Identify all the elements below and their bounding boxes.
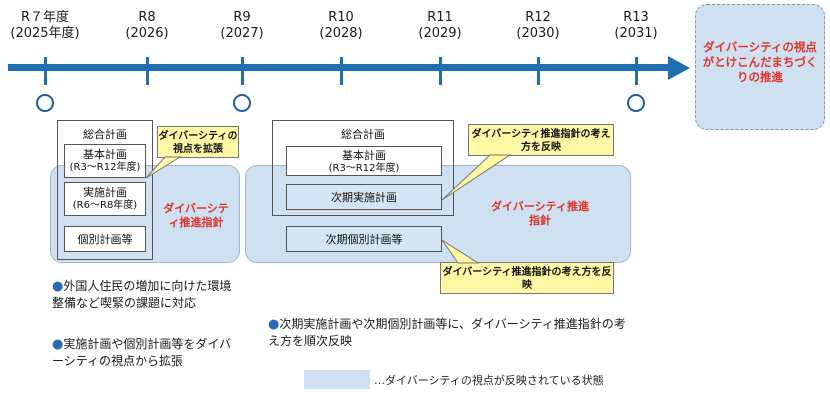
- left-callout-pointer: [145, 156, 182, 179]
- legend-swatch: [304, 370, 370, 389]
- right-next-individual-plan: 次期個別計画等: [286, 226, 442, 252]
- right-callout-bottom: ダイバーシティ推進指針の考え方を反映: [440, 262, 614, 294]
- right-basic-plan: 基本計画(R3～R12年度): [286, 146, 442, 176]
- left-general-plan-box: [57, 120, 153, 260]
- goal-box: [695, 4, 825, 130]
- milestone-marker: [36, 94, 54, 112]
- left-bullet-1: ●外国人住民の増加に向けた環境整備など喫緊の課題に対応: [52, 279, 232, 310]
- right-bullet: ●次期実施計画や次期個別計画等に、ダイバーシティ推進指針の考え方を順次反映: [268, 317, 626, 348]
- bullet-dot-icon: ●: [52, 337, 64, 352]
- left-general-plan-title: 総合計画: [83, 128, 127, 141]
- right-callout-bottom-pointer: [441, 239, 480, 264]
- year-label-r7: R７年度(2025年度): [10, 10, 80, 41]
- timeline-tick: [241, 57, 244, 85]
- year-label-r11: R11(2029): [418, 10, 462, 41]
- timeline-tick: [44, 57, 47, 85]
- legend-text: …ダイバーシティの視点が反映されている状態: [374, 374, 604, 387]
- left-basic-plan: 基本計画(R3～R12年度): [64, 144, 146, 178]
- year-label-r9: R9(2027): [220, 10, 264, 41]
- timeline-tick: [439, 57, 442, 85]
- year-label-r12: R12(2030): [516, 10, 560, 41]
- right-general-plan-title: 総合計画: [341, 128, 385, 141]
- bullet-dot-icon: ●: [268, 317, 280, 332]
- year-label-r13: R13(2031): [614, 10, 658, 41]
- timeline-tick: [340, 57, 343, 85]
- left-bullet-2: ●実施計画や個別計画等をダイバーシティの視点から拡張: [52, 337, 232, 368]
- year-label-r10: R10(2028): [319, 10, 363, 41]
- right-callout-top: ダイバーシティ推進指針の考え方を反映: [468, 124, 614, 156]
- right-next-impl-plan: 次期実施計画: [286, 184, 442, 210]
- timeline-arrowhead: [668, 56, 690, 80]
- timeline-tick: [537, 57, 540, 85]
- year-label-r8: R8(2026): [125, 10, 169, 41]
- left-individual-plan: 個別計画等: [64, 226, 146, 252]
- left-guideline-label: ダイバーシティ推進指針: [163, 202, 229, 229]
- milestone-marker: [627, 94, 645, 112]
- milestone-marker: [233, 94, 251, 112]
- timeline-tick: [146, 57, 149, 85]
- right-general-plan-box: [272, 120, 454, 216]
- bullet-dot-icon: ●: [52, 279, 64, 294]
- right-callout-top-pointer: [441, 154, 512, 201]
- left-impl-plan: 実施計画(R6～R8年度): [64, 182, 146, 216]
- timeline-tick: [635, 57, 638, 85]
- left-callout: ダイバーシティの視点を拡張: [157, 126, 239, 158]
- goal-text: ダイバーシティの視点がとけこんだまちづくりの推進: [702, 40, 818, 84]
- right-guideline-label: ダイバーシティ推進指針: [491, 200, 589, 227]
